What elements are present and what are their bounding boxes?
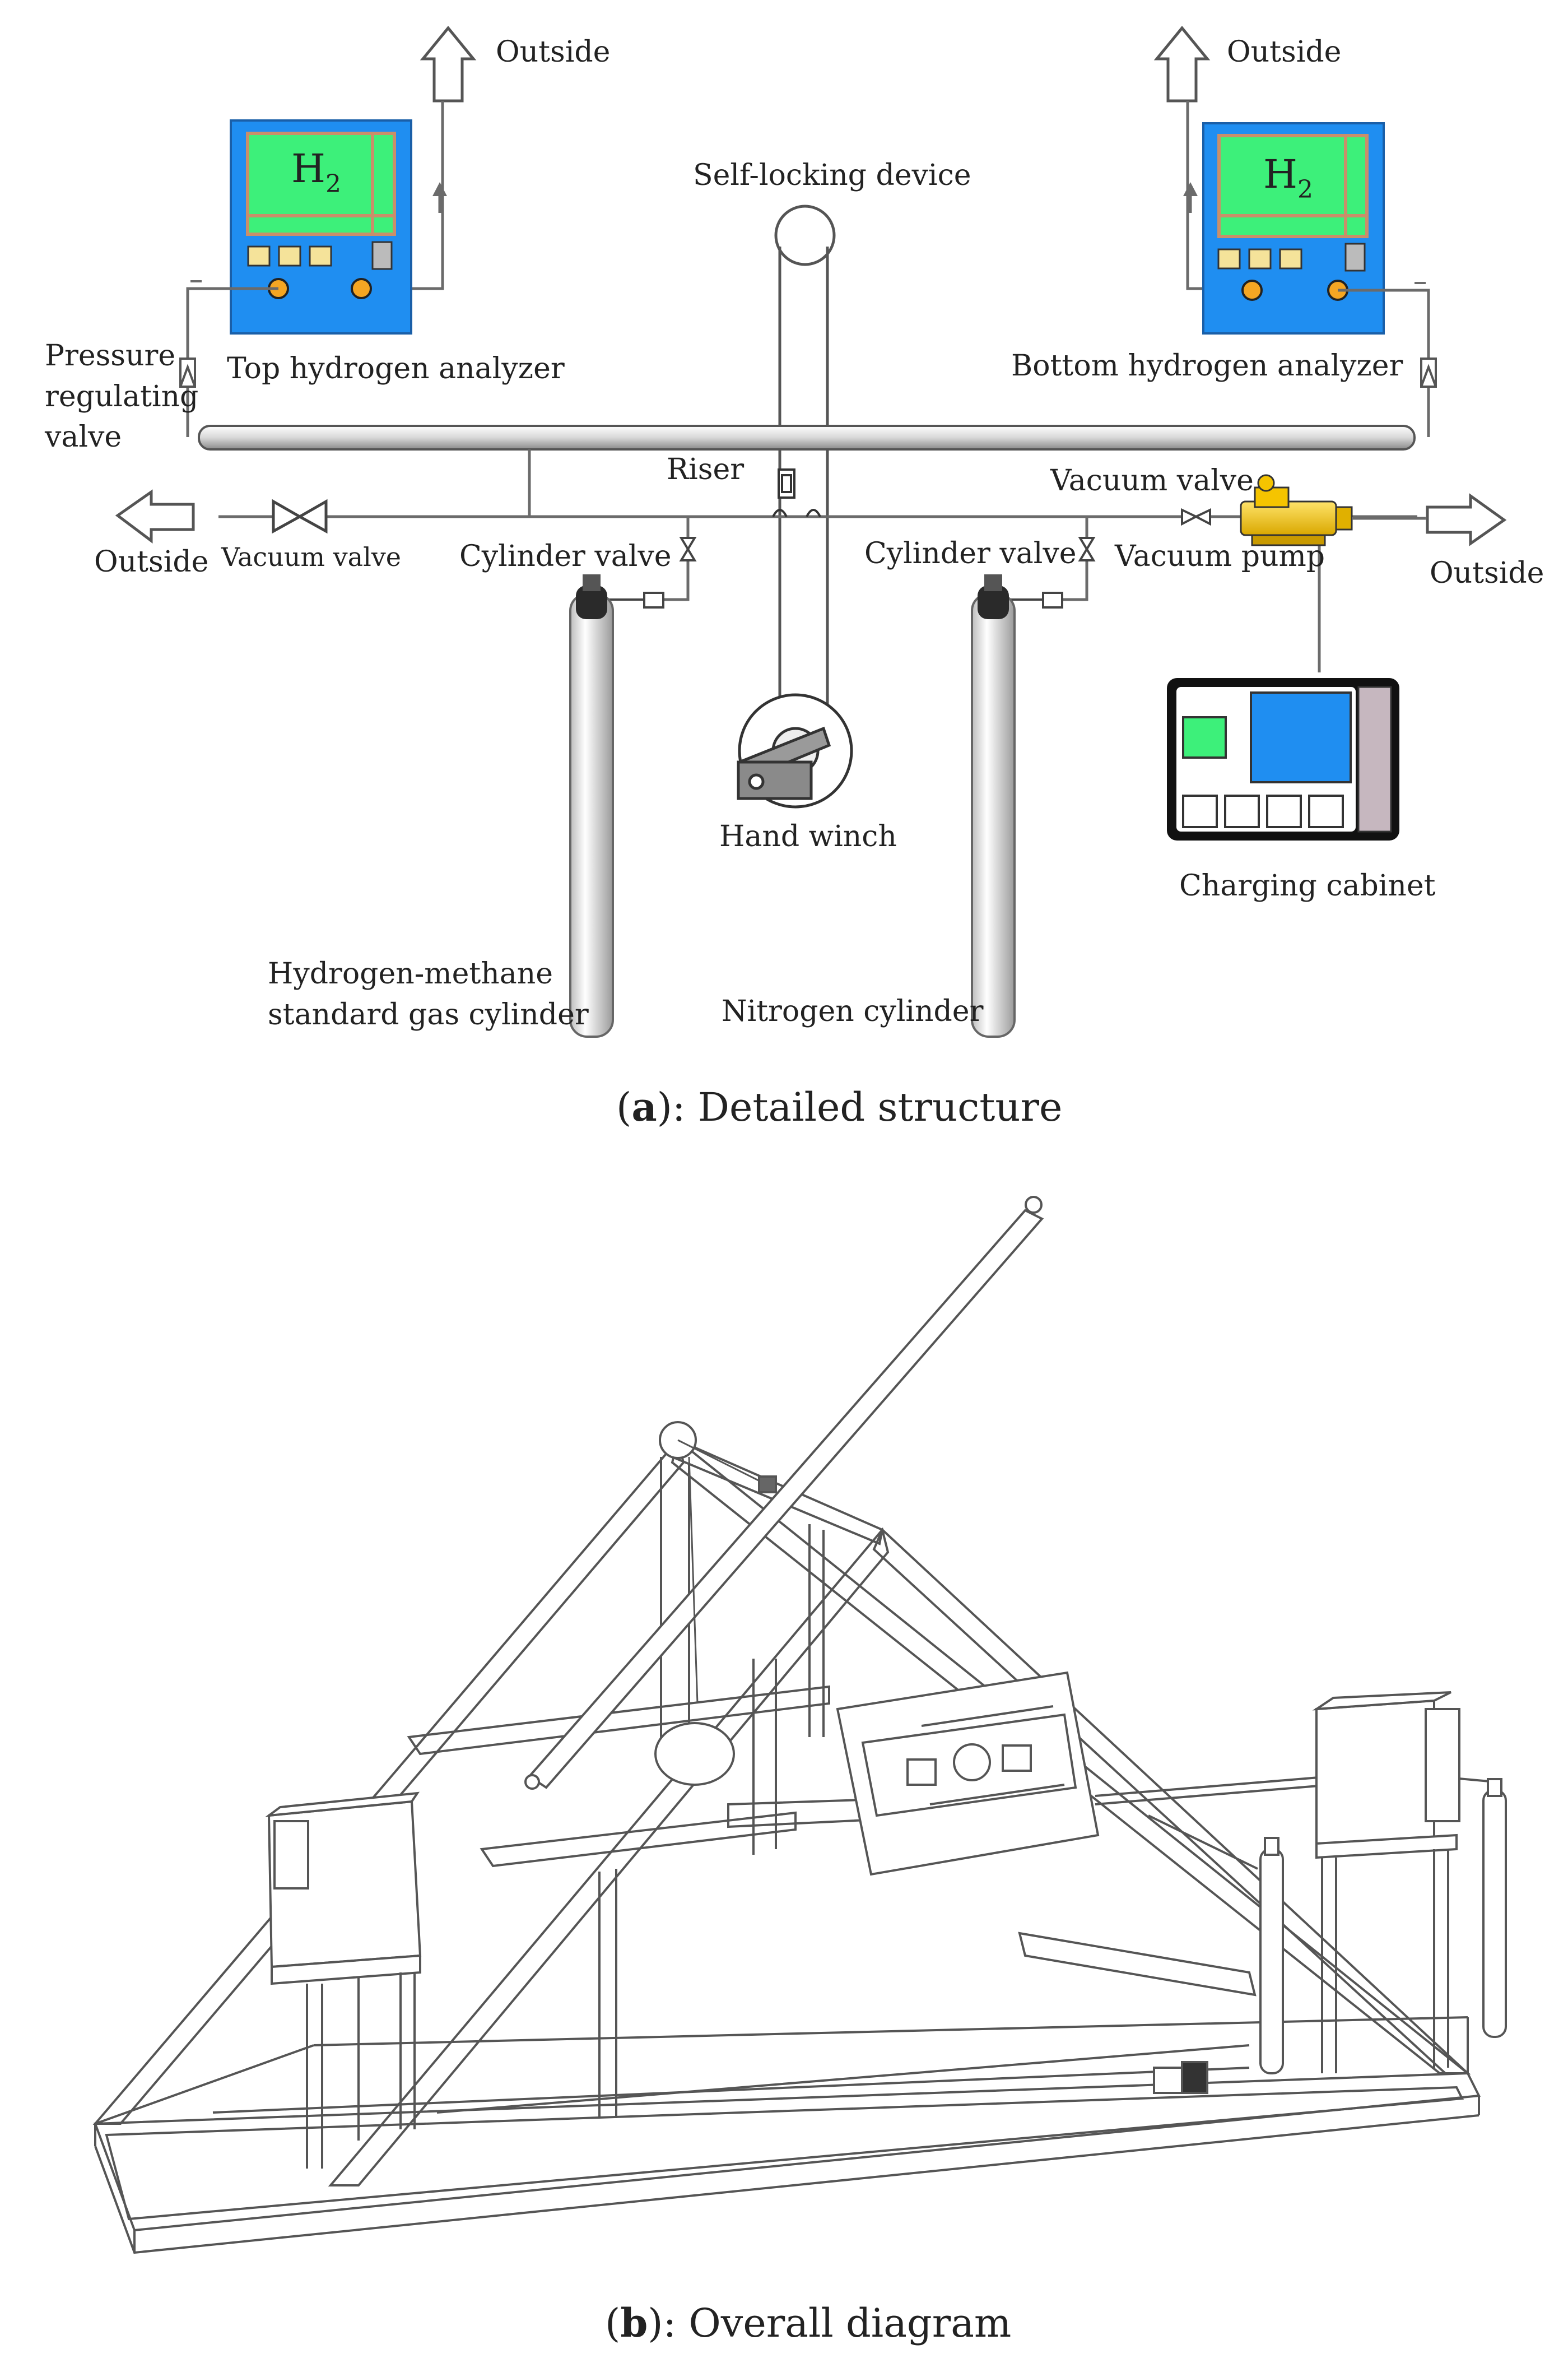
self-locking-device xyxy=(774,205,836,728)
base-frame xyxy=(94,2016,1481,2254)
left-analyzer-stand xyxy=(265,1791,422,2169)
label-cylinder-valve-right: Cylinder valve xyxy=(864,537,1077,570)
cylinder-valve-right xyxy=(1078,537,1096,561)
exhaust-arrow-top-right xyxy=(1153,26,1211,103)
label-hand-winch: Hand winch xyxy=(719,820,897,853)
cylinder-valve-left xyxy=(679,537,697,561)
label-vacuum-valve-left: Vacuum valve xyxy=(221,542,401,572)
exhaust-arrow-right xyxy=(1426,493,1507,546)
vacuum-valve-right xyxy=(1181,508,1211,526)
exhaust-arrow-top-left xyxy=(420,26,477,103)
label-pressure-regulating-valve-1: Pressure xyxy=(45,339,175,373)
caption-b: (b): Overall diagram xyxy=(605,2300,1011,2346)
flow-arrowheads-sample xyxy=(190,280,1426,284)
vacuum-pump-3d xyxy=(1153,2061,1208,2094)
label-outside-right: Outside xyxy=(1430,556,1544,590)
right-analyzer-stand xyxy=(1312,1691,1460,2073)
panel-b-overall-diagram: (b): Overall diagram xyxy=(92,1196,1507,2346)
cylinder-regulators xyxy=(595,592,1063,609)
bottom-hydrogen-analyzer xyxy=(1202,122,1385,335)
label-cylinder-valve-left: Cylinder valve xyxy=(459,540,672,573)
label-self-locking-device: Self-locking device xyxy=(693,159,971,192)
hydrogen-methane-cylinder xyxy=(569,574,614,1038)
label-top-hydrogen-analyzer: Top hydrogen analyzer xyxy=(227,352,565,386)
label-vacuum-valve-right: Vacuum valve xyxy=(1050,464,1254,498)
tilt-test-pipe xyxy=(524,1196,1044,1790)
label-outside-top-right: Outside xyxy=(1227,35,1341,69)
label-riser: Riser xyxy=(667,453,744,486)
h2-label-top: H2 xyxy=(291,146,341,198)
label-hydrogen-methane-1: Hydrogen-methane xyxy=(268,957,553,991)
vacuum-valve-left xyxy=(272,499,328,534)
label-pressure-regulating-valve-3: valve xyxy=(44,420,122,454)
label-hydrogen-methane-2: standard gas cylinder xyxy=(268,998,589,1032)
hand-winch xyxy=(737,693,853,809)
panel-a-detailed-structure: Outside Outside H2 xyxy=(44,26,1544,1130)
label-charging-cabinet: Charging cabinet xyxy=(1179,869,1436,903)
flow-arrowheads-exhaust xyxy=(432,182,1198,196)
riser-fitting xyxy=(772,468,821,517)
h2-label-bottom: H2 xyxy=(1263,151,1313,204)
charging-cabinet xyxy=(1167,678,1399,841)
test-panel xyxy=(836,1671,1100,1876)
nitrogen-cylinder xyxy=(971,574,1016,1038)
top-hydrogen-analyzer xyxy=(230,119,412,335)
label-bottom-hydrogen-analyzer: Bottom hydrogen analyzer xyxy=(1011,349,1403,383)
label-vacuum-pump: Vacuum pump xyxy=(1114,540,1325,573)
manifold-lines xyxy=(218,449,1417,672)
vacuum-pump xyxy=(1240,474,1353,546)
label-outside-left: Outside xyxy=(94,545,208,579)
label-pressure-regulating-valve-2: regulating xyxy=(45,380,198,414)
pressure-regulating-valves xyxy=(179,358,1437,388)
cylinders-3d xyxy=(1259,1778,1507,2074)
exhaust-arrow-left xyxy=(115,489,195,544)
label-outside-top-left: Outside xyxy=(496,35,610,69)
label-nitrogen-cylinder: Nitrogen cylinder xyxy=(722,995,984,1028)
main-test-pipe xyxy=(198,425,1416,451)
caption-a: (a): Detailed structure xyxy=(616,1084,1062,1130)
pulley-and-rope xyxy=(654,1421,777,1786)
